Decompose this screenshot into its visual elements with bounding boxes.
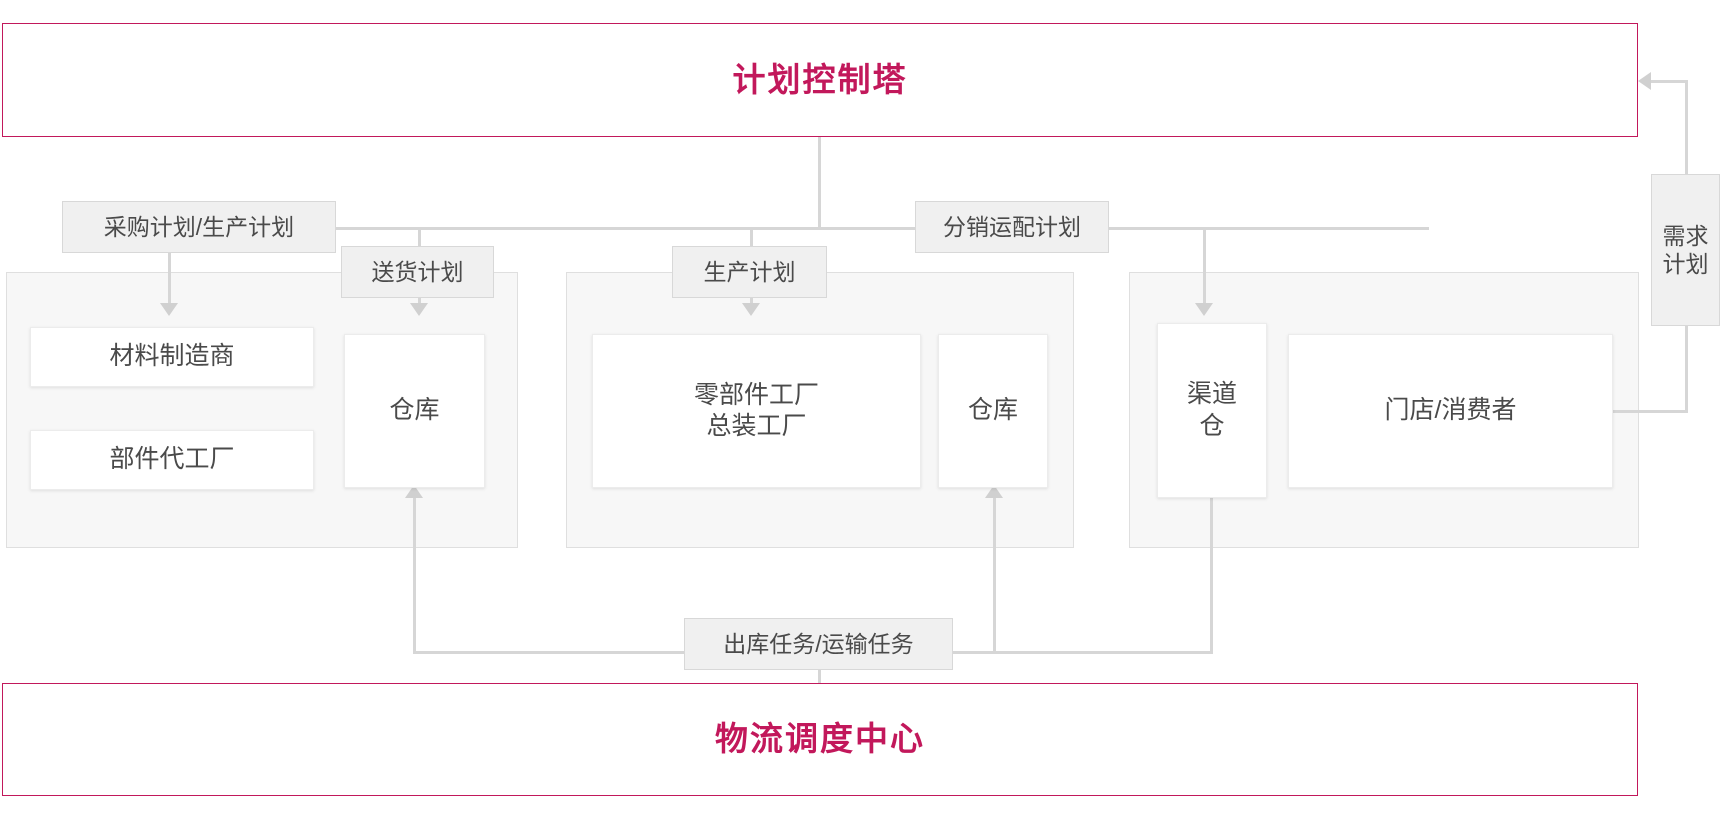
connector-task-riser-middle — [993, 498, 996, 654]
connector-distribution-down — [1203, 227, 1206, 305]
planning-control-tower-banner: 计划控制塔 — [2, 23, 1638, 137]
node-supply-warehouse-label: 仓库 — [389, 396, 440, 425]
node-component-oem: 部件代工厂 — [30, 430, 314, 490]
node-manufacture-warehouse: 仓库 — [938, 334, 1048, 488]
connector-tower-down — [818, 137, 821, 229]
node-store-consumer: 门店/消费者 — [1288, 334, 1613, 488]
label-demand-plan-text: 需求 计划 — [1662, 222, 1709, 277]
connector-purchase-down — [168, 227, 171, 305]
node-material-manufacturer: 材料制造商 — [30, 327, 314, 387]
node-component-oem-label: 部件代工厂 — [109, 445, 235, 474]
connector-distribution-right — [1072, 227, 1206, 230]
label-distribution-plan-text: 分销运配计划 — [943, 213, 1081, 240]
connector-task-riser-left — [413, 498, 416, 654]
arrow-delivery-to-warehouse — [410, 303, 428, 316]
label-delivery-plan: 送货计划 — [341, 246, 494, 298]
node-parts-and-assembly-factory: 零部件工厂 总装工厂 — [592, 334, 921, 488]
logistics-dispatch-center-title: 物流调度中心 — [715, 720, 925, 758]
node-channel-warehouse-label: 渠道 仓 — [1186, 380, 1237, 440]
arrow-demand-to-tower — [1638, 72, 1651, 90]
label-purchase-production-plan-text: 采购计划/生产计划 — [103, 213, 295, 240]
label-distribution-plan: 分销运配计划 — [915, 201, 1109, 253]
arrow-distribution-to-channel — [1195, 303, 1213, 316]
arrow-task-to-left-warehouse — [405, 485, 423, 498]
node-supply-warehouse: 仓库 — [344, 334, 485, 488]
node-material-manufacturer-label: 材料制造商 — [109, 342, 235, 371]
connector-plan-bus — [333, 227, 1429, 230]
node-parts-and-assembly-factory-label: 零部件工厂 总装工厂 — [693, 380, 819, 440]
connector-demand-up — [1685, 80, 1688, 174]
label-delivery-plan-text: 送货计划 — [371, 258, 464, 285]
connector-demand-into-tower — [1650, 80, 1688, 83]
connector-task-riser-right — [1210, 498, 1213, 654]
node-channel-warehouse: 渠道 仓 — [1157, 323, 1267, 498]
planning-control-tower-title: 计划控制塔 — [732, 60, 908, 98]
label-purchase-production-plan: 采购计划/生产计划 — [62, 201, 336, 253]
label-production-plan: 生产计划 — [672, 246, 827, 298]
label-outbound-transport-task-text: 出库任务/运输任务 — [723, 630, 914, 657]
label-demand-plan: 需求 计划 — [1651, 174, 1720, 326]
arrow-task-to-middle-warehouse — [985, 485, 1003, 498]
label-production-plan-text: 生产计划 — [703, 258, 796, 285]
arrow-purchase-to-material — [160, 303, 178, 316]
connector-store-to-rail — [1612, 410, 1688, 413]
label-outbound-transport-task: 出库任务/运输任务 — [684, 618, 953, 670]
node-manufacture-warehouse-label: 仓库 — [967, 396, 1018, 425]
arrow-production-to-factory — [742, 303, 760, 316]
node-store-consumer-label: 门店/消费者 — [1384, 396, 1517, 425]
logistics-dispatch-center-banner: 物流调度中心 — [2, 683, 1638, 796]
connector-rail-up-to-demand — [1685, 325, 1688, 412]
